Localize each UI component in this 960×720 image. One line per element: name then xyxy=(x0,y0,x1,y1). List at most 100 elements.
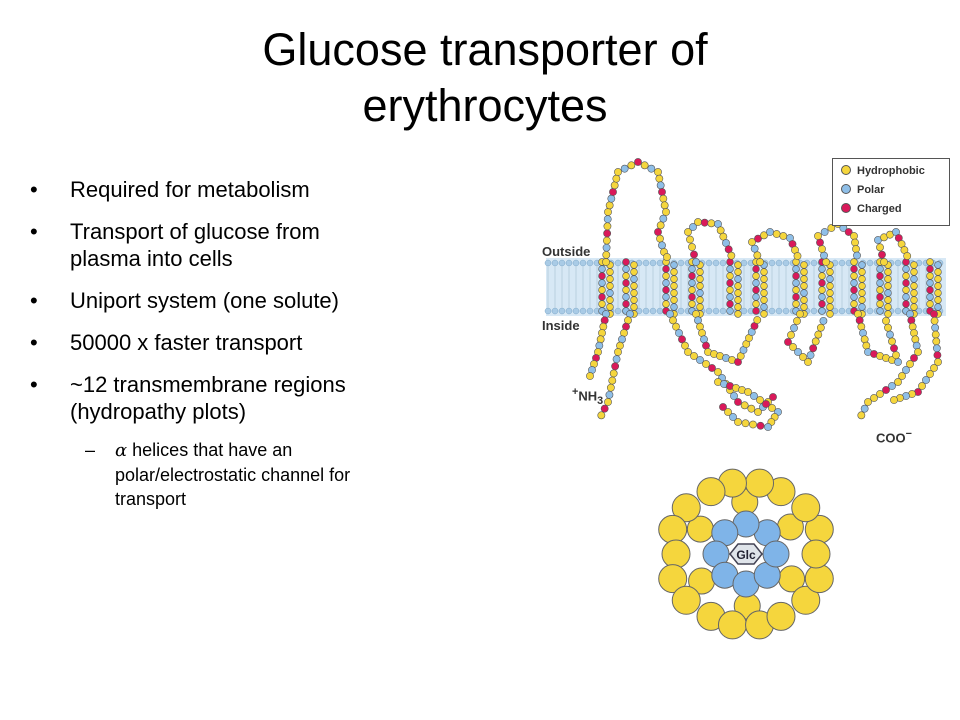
residue-bead xyxy=(750,392,758,400)
residue-bead xyxy=(756,258,764,266)
residue-bead xyxy=(910,329,918,337)
residue-bead xyxy=(814,232,822,240)
residue-bead xyxy=(756,396,764,404)
residue-bead xyxy=(880,258,888,266)
residue-bead xyxy=(800,289,808,297)
residue-bead xyxy=(598,293,606,301)
residue-bead xyxy=(662,286,670,294)
bullet-text-cont: (hydropathy plots) xyxy=(70,399,247,424)
residue-bead xyxy=(860,335,869,344)
residue-bead xyxy=(694,218,702,226)
residue-bead xyxy=(809,344,818,353)
residue-bead xyxy=(792,272,800,280)
bullet-item: • Uniport system (one solute) xyxy=(30,287,480,314)
residue-bead xyxy=(622,286,630,294)
hydrophobic-residue xyxy=(696,477,726,507)
glucose-hexagon-icon xyxy=(729,543,763,565)
slide-title: Glucose transporter of erythrocytes xyxy=(0,22,960,134)
lipid-head xyxy=(642,307,650,315)
lipid-head xyxy=(782,307,790,315)
lipid-head xyxy=(572,307,580,315)
residue-bead xyxy=(932,337,941,346)
residue-bead xyxy=(907,316,916,325)
residue-bead xyxy=(696,296,704,304)
sub-bullet-text: helices that have an xyxy=(127,440,293,460)
residue-bead xyxy=(882,316,890,325)
residue-bead xyxy=(760,268,768,276)
lipid-head xyxy=(586,307,594,315)
residue-bead xyxy=(850,272,858,280)
residue-bead xyxy=(630,275,638,283)
bullet-dot: • xyxy=(30,219,38,244)
residue-bead xyxy=(734,303,742,311)
lipid-head xyxy=(642,259,650,267)
residue-bead xyxy=(595,341,604,350)
residue-bead xyxy=(818,265,826,273)
residue-bead xyxy=(890,396,898,404)
residue-bead xyxy=(818,307,826,315)
residue-bead xyxy=(876,293,884,301)
residue-bead xyxy=(876,300,884,308)
residue-bead xyxy=(606,275,614,283)
residue-bead xyxy=(800,296,808,304)
residue-bead xyxy=(890,344,898,353)
residue-bead xyxy=(876,279,884,287)
residue-bead xyxy=(734,296,742,304)
residue-bead xyxy=(744,388,752,396)
residue-bead xyxy=(850,300,858,308)
residue-bead xyxy=(655,174,664,183)
residue-bead xyxy=(814,330,823,339)
residue-bead xyxy=(910,275,918,283)
hydrophobic-residue xyxy=(717,610,747,640)
residue-bead xyxy=(884,303,892,311)
lipid-head xyxy=(558,307,566,315)
residue-bead xyxy=(800,261,808,269)
residue-bead xyxy=(684,228,692,236)
residue-bead xyxy=(912,341,921,350)
lipid-head xyxy=(838,307,846,315)
residue-bead xyxy=(850,232,858,240)
residue-bead xyxy=(609,188,617,196)
residue-bead xyxy=(934,289,942,297)
residue-bead xyxy=(820,228,829,236)
residue-bead xyxy=(804,358,812,366)
residue-bead xyxy=(794,348,802,356)
bullet-item: • ~12 transmembrane regions (hydropathy … xyxy=(30,371,480,425)
residue-bead xyxy=(690,250,698,259)
lipid-head xyxy=(740,259,748,267)
residue-bead xyxy=(918,382,926,390)
lipid-head xyxy=(740,307,748,315)
hydrophobic-residue xyxy=(658,564,688,594)
residue-bead xyxy=(670,296,678,304)
residue-bead xyxy=(670,289,678,297)
residue-bead xyxy=(926,272,934,280)
residue-bead xyxy=(630,303,638,311)
residue-bead xyxy=(760,282,768,290)
residue-bead xyxy=(610,181,619,190)
residue-bead xyxy=(678,335,686,344)
residue-bead xyxy=(859,329,867,337)
lipid-head xyxy=(579,307,587,315)
residue-bead xyxy=(598,329,606,337)
residue-bead xyxy=(734,289,742,297)
residue-bead xyxy=(752,286,760,294)
residue-bead xyxy=(882,386,890,394)
residue-bead xyxy=(726,293,734,301)
channel-cross-section-figure: Glc xyxy=(636,462,856,677)
residue-bead xyxy=(605,201,614,210)
residue-bead xyxy=(800,275,808,283)
residue-bead xyxy=(816,323,825,332)
polar-swatch xyxy=(841,184,851,194)
residue-bead xyxy=(792,300,800,308)
residue-bead xyxy=(700,218,709,227)
residue-bead xyxy=(754,408,762,416)
residue-bead xyxy=(819,316,828,325)
residue-bead xyxy=(793,317,801,325)
residue-bead xyxy=(681,341,689,350)
residue-bead xyxy=(902,300,910,308)
residue-bead xyxy=(906,360,914,368)
residue-bead xyxy=(796,310,804,318)
residue-bead xyxy=(926,265,934,273)
residue-bead xyxy=(910,289,918,297)
lipid-head xyxy=(677,307,685,315)
